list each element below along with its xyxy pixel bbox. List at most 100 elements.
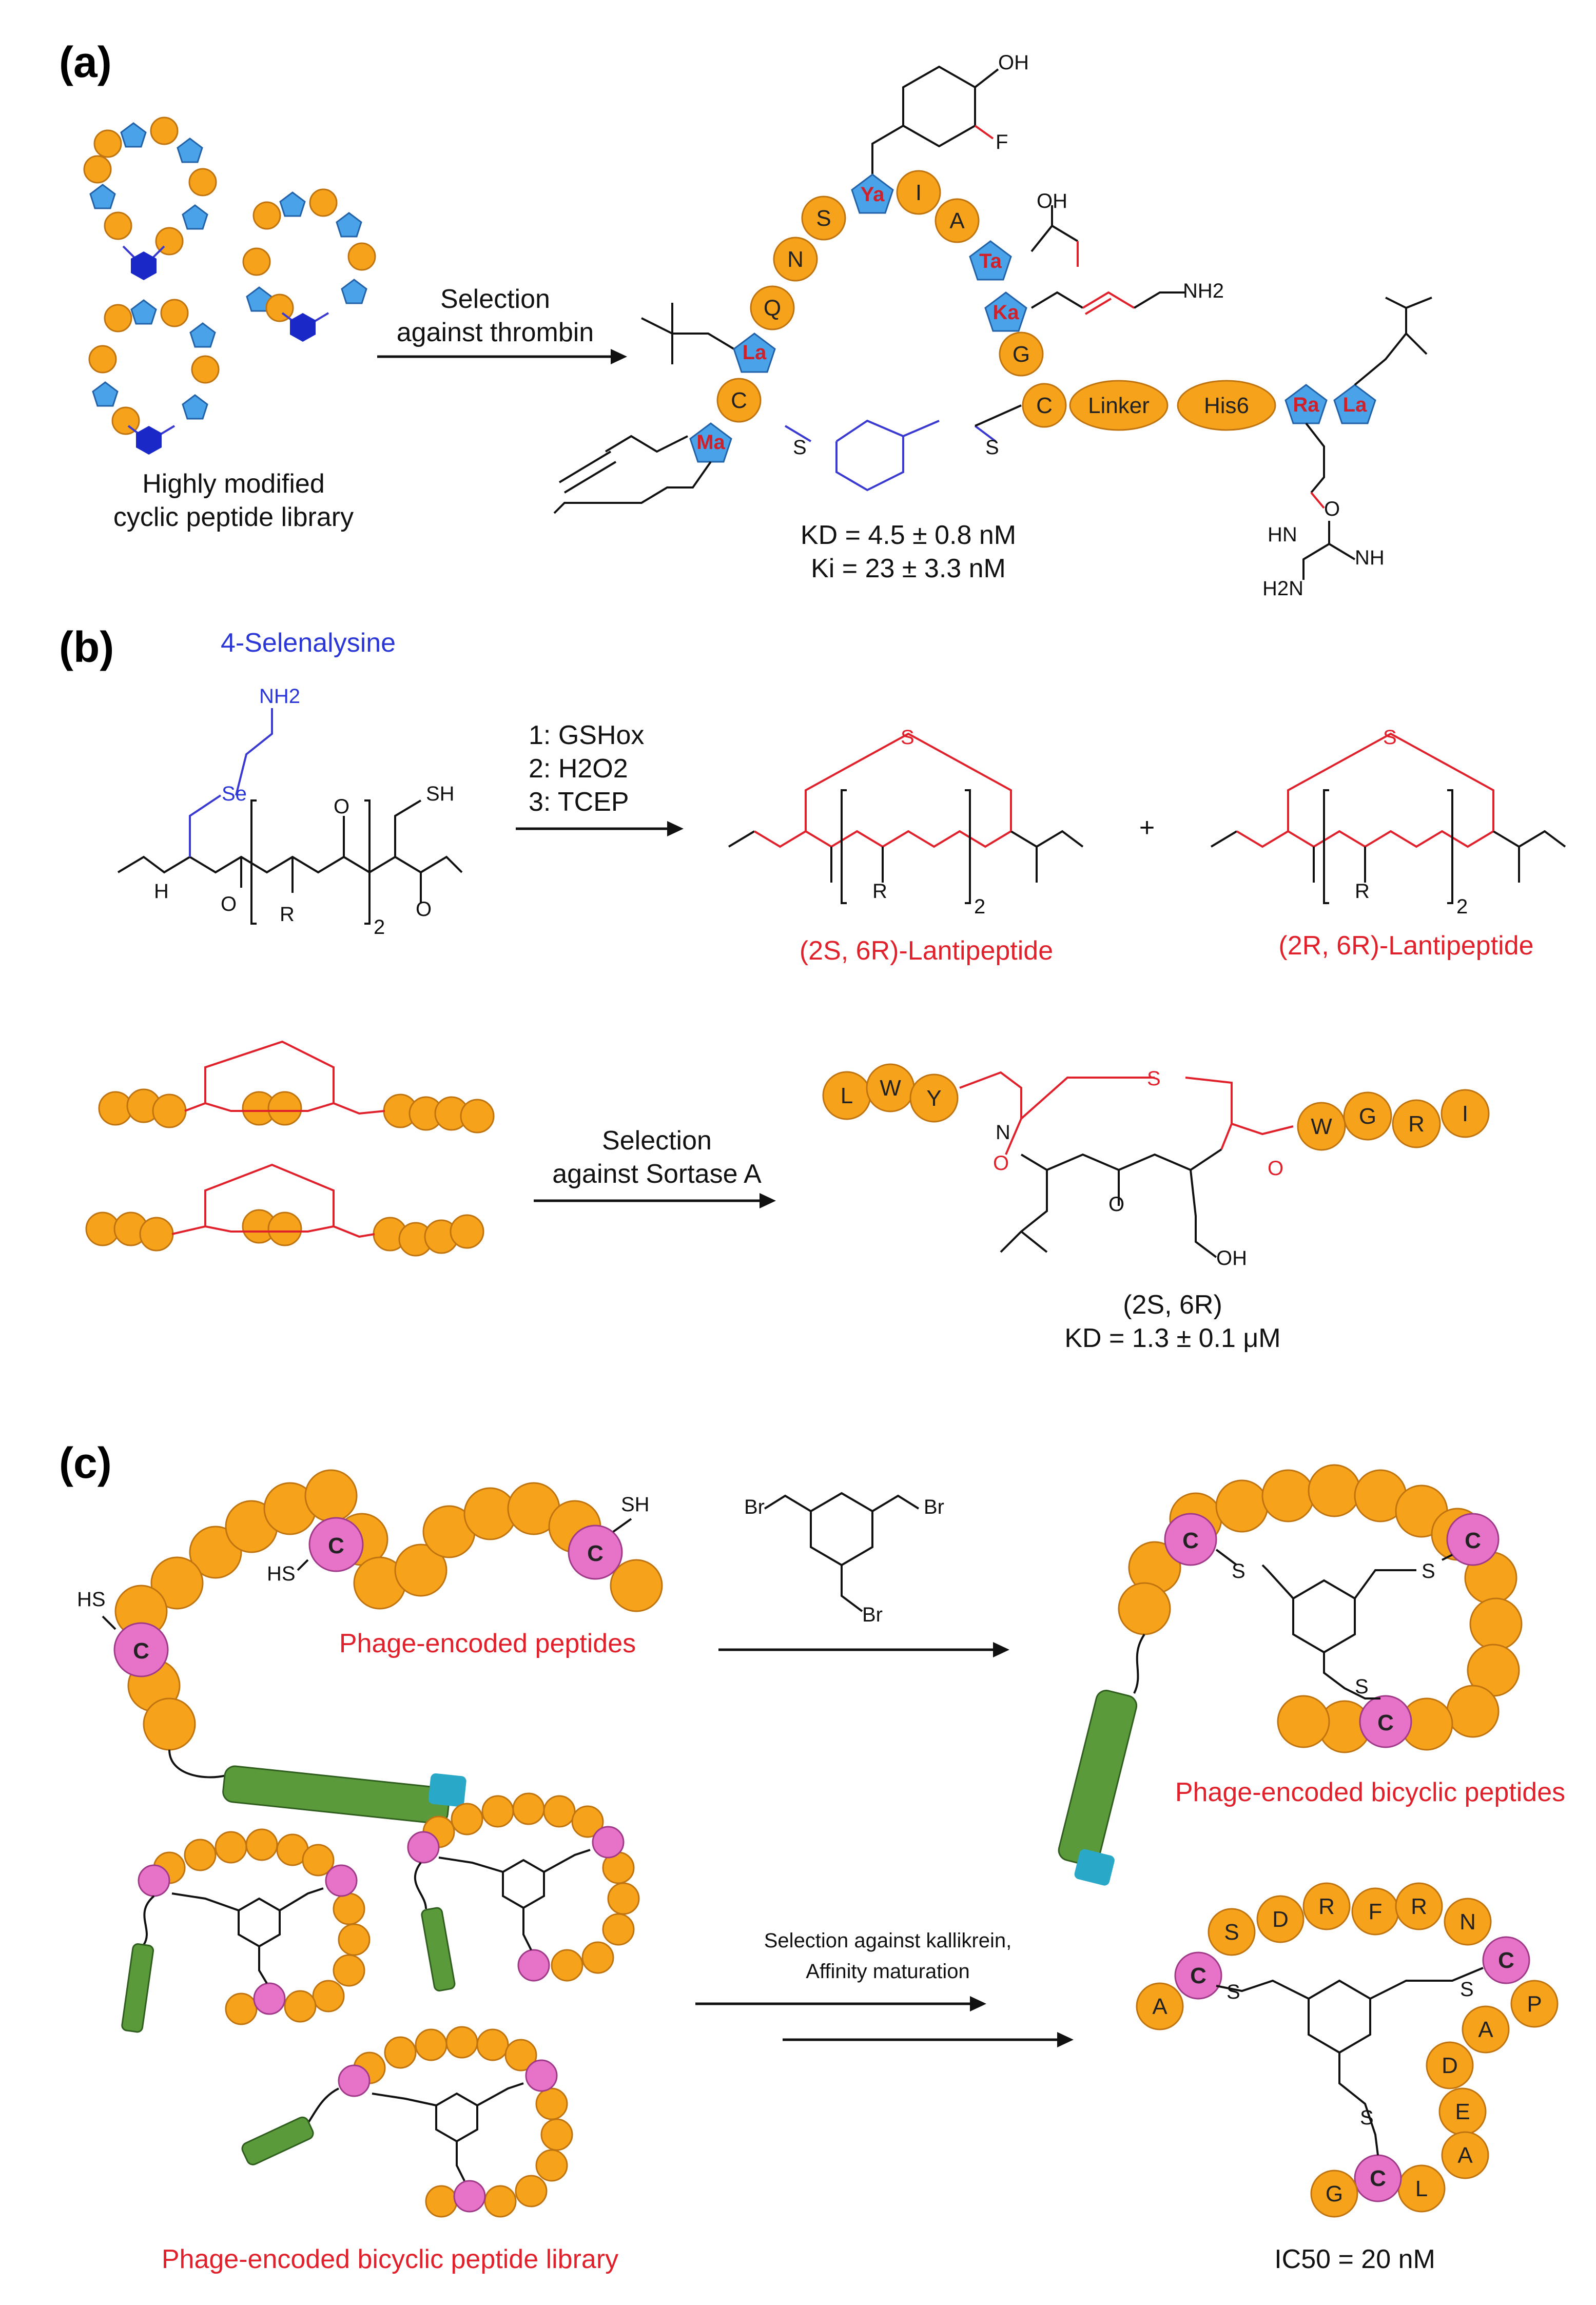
arrow-c1-head	[993, 1642, 1009, 1657]
residue-a-2: C	[731, 388, 747, 413]
library-ring-2	[242, 188, 376, 342]
final-residue-labels: A C S D R F R N C P A D E A L C G	[1152, 1894, 1542, 2206]
hn-label: HN	[1268, 523, 1297, 546]
final-res-12: D	[1442, 2053, 1458, 2078]
s-bicyclic-2: S	[1422, 1560, 1435, 1583]
hs-label-1: HS	[267, 1562, 296, 1585]
residue-b-1: L	[841, 1083, 853, 1108]
sortase-binder: S N O O OH O L W Y W G R I	[822, 1063, 1490, 1269]
final-res-11: A	[1478, 2017, 1493, 2042]
o-left: O	[221, 893, 237, 915]
final-res-6: F	[1369, 1899, 1383, 1924]
selenalysine-label: 4-Selenalysine	[221, 628, 396, 658]
lantipeptide-2r6r: S R 2	[1210, 726, 1566, 918]
bicyclic-library-3	[241, 2026, 573, 2218]
panel-label-b: (b)	[59, 623, 114, 671]
tbmb-reagent	[764, 1492, 920, 1612]
residue-a-6: S	[816, 206, 831, 231]
s-bridge-sortase: S	[1147, 1067, 1161, 1090]
cys-2: C	[587, 1541, 604, 1566]
s-bridge-2: S	[1383, 726, 1397, 749]
library-caption-line1: Highly modified	[142, 469, 325, 499]
residue-a-14: Ra	[1293, 394, 1319, 416]
cys-b1: C	[1182, 1528, 1199, 1553]
s-bicyclic-1: S	[1232, 1560, 1245, 1583]
kd-thrombin: KD = 4.5 ± 0.8 nM	[801, 520, 1016, 550]
final-res-13: E	[1455, 2099, 1470, 2124]
residue-a-8: I	[916, 180, 922, 205]
r-product-2: R	[1355, 880, 1370, 903]
selenalysine-peptide-structure: Se NH2 SH H O R O O 2	[117, 685, 463, 939]
lantipeptide-library-1	[98, 1040, 495, 1134]
residue-a-15: La	[1343, 394, 1367, 416]
cys-b2: C	[1465, 1528, 1481, 1553]
panel-label-c: (c)	[59, 1439, 112, 1487]
residue-b-4: W	[1311, 1114, 1332, 1139]
final-res-5: R	[1318, 1894, 1335, 1919]
subscript-2-p1: 2	[974, 895, 985, 918]
residue-a-13: C	[1036, 393, 1053, 418]
arrow-b2-head	[760, 1193, 776, 1208]
condition-1: 1: GSHox	[529, 720, 644, 750]
nh-left: H	[154, 880, 169, 903]
residue-b-5: G	[1359, 1104, 1376, 1129]
residue-a-9: A	[949, 208, 965, 233]
final-res-15: L	[1415, 2176, 1428, 2201]
arrow-c3-head	[1057, 2032, 1074, 2047]
o-sortase-left: O	[993, 1152, 1009, 1175]
s-final-3: S	[1360, 2106, 1374, 2129]
kd-sortase: KD = 1.3 ± 0.1 μM	[1064, 1323, 1280, 1353]
final-res-17: G	[1326, 2181, 1343, 2206]
library-ring-1	[83, 116, 217, 280]
stereo-label: (2S, 6R)	[1123, 1290, 1222, 1320]
residue-a-5: N	[787, 247, 804, 272]
o-right: O	[416, 898, 432, 921]
subscript-2-start: 2	[374, 916, 385, 939]
condition-3: 3: TCEP	[529, 787, 629, 817]
nh-sortase: N	[996, 1121, 1010, 1144]
residue-b-6: R	[1408, 1111, 1425, 1137]
arrow-label-a-line1: Selection	[440, 284, 550, 314]
residue-a-12: G	[1013, 342, 1030, 367]
arrow-label-b-line2: against Sortase A	[552, 1159, 762, 1189]
hs-label-2: HS	[77, 1588, 106, 1611]
final-res-2: C	[1190, 1963, 1206, 1988]
oh-label-tyrosine: OH	[998, 51, 1029, 74]
bicyclic-library-2	[407, 1792, 640, 1991]
residue-b-3: Y	[926, 1086, 941, 1111]
selection-c-line2: Affinity maturation	[806, 1960, 969, 1983]
bicyclic-label: Phage-encoded bicyclic peptides	[1175, 1777, 1565, 1807]
library-caption-line2: cyclic peptide library	[113, 502, 354, 532]
cys-3: C	[133, 1638, 149, 1664]
ic50-label: IC50 = 20 nM	[1274, 2244, 1435, 2274]
final-res-16: C	[1370, 2166, 1386, 2191]
arrow-a-head	[611, 349, 627, 364]
s-final-2: S	[1460, 1978, 1474, 2001]
s-label-right: S	[985, 436, 999, 459]
s-bicyclic-3: S	[1355, 1675, 1369, 1698]
final-res-7: R	[1411, 1894, 1427, 1919]
nh2-label-selenalysine: NH2	[259, 685, 300, 708]
linker-label: Linker	[1088, 393, 1150, 418]
o-sortase-right: O	[1268, 1157, 1283, 1180]
o-sortase-mid: O	[1108, 1193, 1124, 1216]
residue-a-1: Ma	[696, 431, 725, 454]
condition-2: 2: H2O2	[529, 754, 628, 784]
kallikrein-inhibitor	[1136, 1882, 1559, 2218]
lantipeptide-2s6r: S R 2	[728, 726, 1084, 918]
r-product-1: R	[872, 880, 887, 903]
r-left: R	[280, 903, 295, 926]
sh-label: SH	[621, 1493, 650, 1516]
residue-b-2: W	[880, 1076, 901, 1101]
residue-a-4: Q	[764, 296, 781, 321]
residue-a-7: Ya	[861, 183, 885, 206]
arrow-label-b-line1: Selection	[602, 1126, 712, 1156]
residue-a-3: La	[743, 341, 767, 364]
s-bridge-1: S	[901, 726, 914, 749]
thrombin-binder-peptide: OH F OH NH2 S S O HN	[553, 51, 1432, 600]
linear-phage-peptide	[102, 1469, 663, 1825]
bicyclic-library-1	[121, 1828, 371, 2033]
final-res-4: D	[1272, 1907, 1289, 1932]
residue-b-7: I	[1462, 1101, 1468, 1126]
br-3: Br	[862, 1604, 883, 1626]
